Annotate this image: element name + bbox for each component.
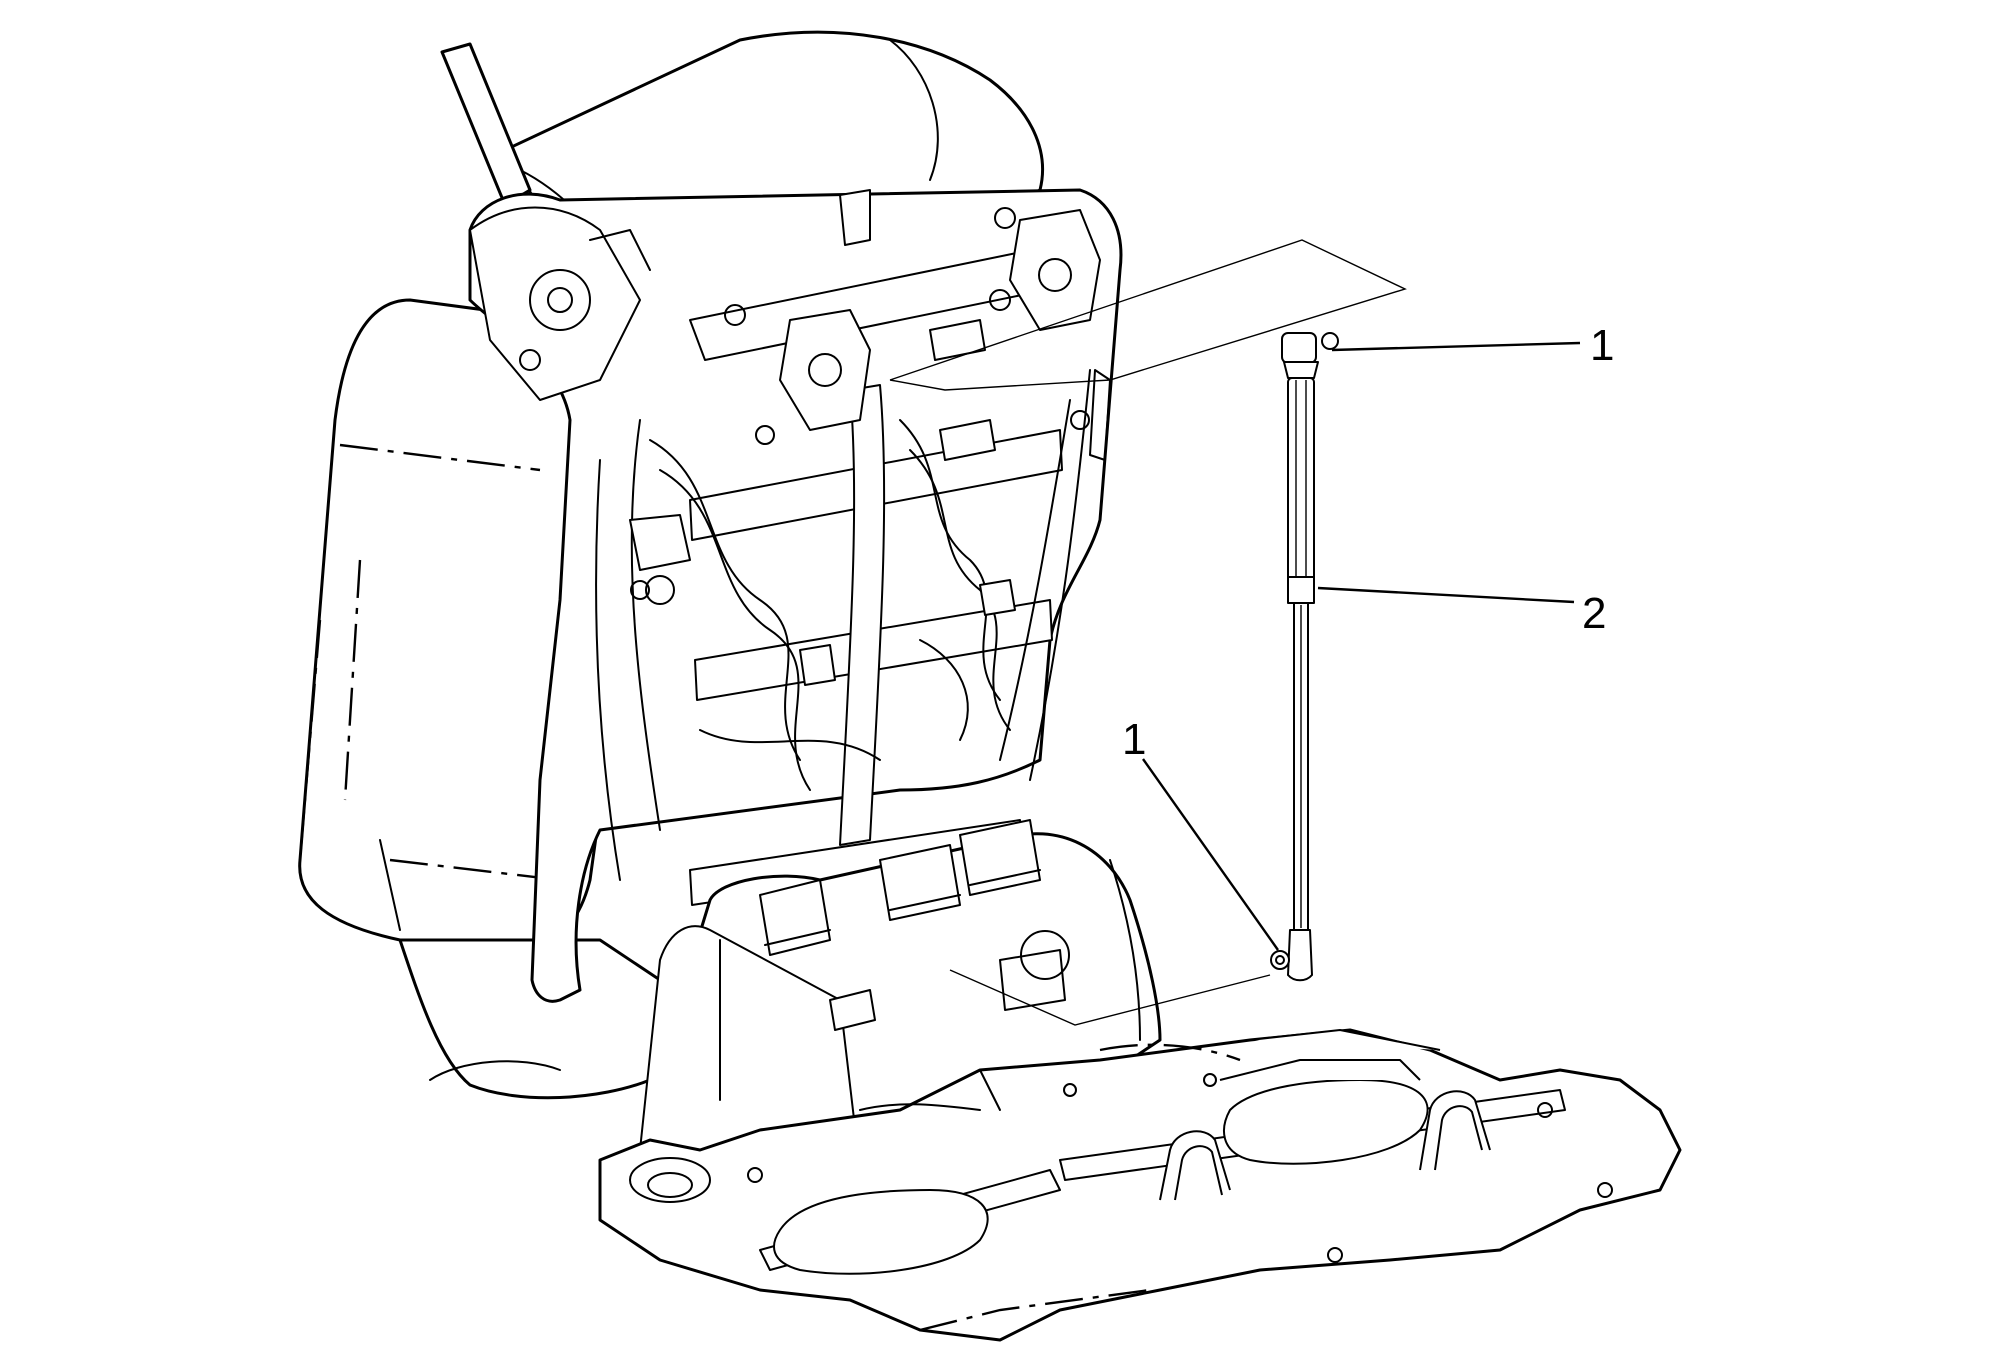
seat-belt-strap	[440, 42, 532, 207]
callout-gas-strut: 2	[1317, 586, 1606, 638]
seatback-frame	[468, 188, 1123, 1003]
callout-lower-strut-end: 1	[1122, 715, 1279, 951]
callout-label-2: 2	[1582, 589, 1606, 638]
gas-strut	[1270, 332, 1339, 982]
callout-label-1-lower: 1	[1122, 715, 1146, 764]
callout-label-1-upper: 1	[1590, 321, 1614, 370]
callout-upper-strut-end: 1	[1331, 321, 1614, 370]
floor-base-plate	[598, 1028, 1682, 1342]
alignment-guide-lines	[889, 239, 1407, 1026]
